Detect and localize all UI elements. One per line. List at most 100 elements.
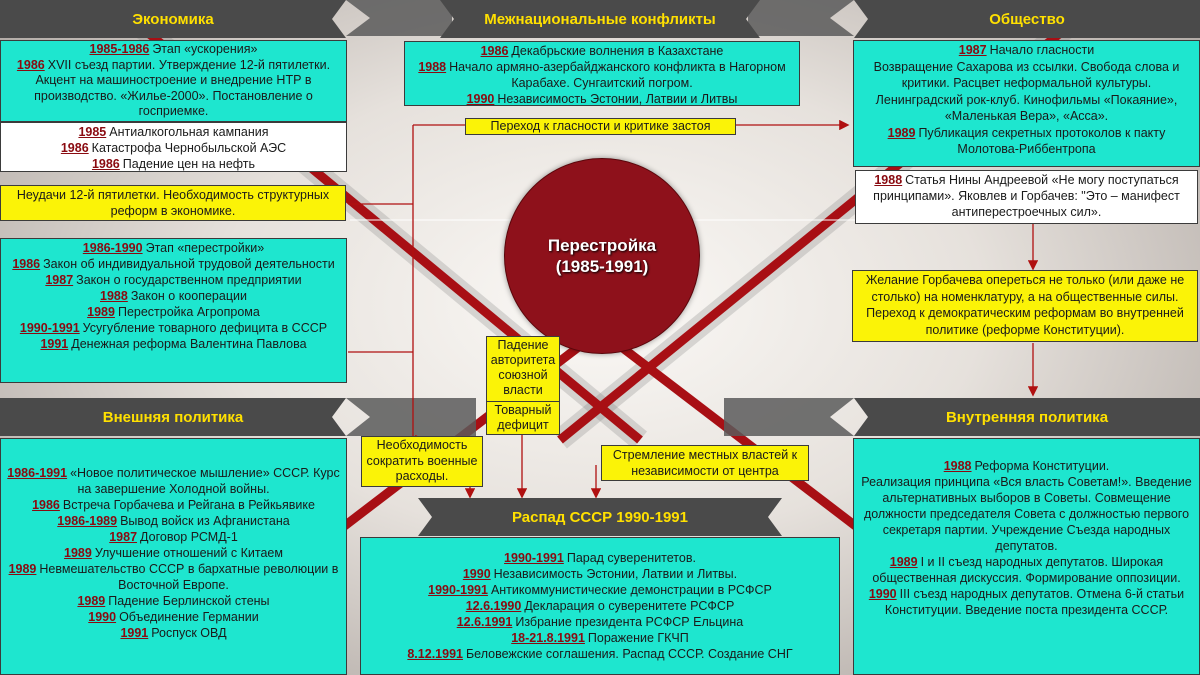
- entry-year: 1986-1989: [57, 514, 118, 528]
- entry-year: 12.6.1990: [465, 599, 522, 613]
- note-authority: Падение авторитета союзной власти: [486, 336, 560, 402]
- conflicts-note-glasnost: Переход к гласности и критике застоя: [465, 118, 736, 135]
- entry-year: 1988: [418, 60, 447, 74]
- banner-foreign: Внешняя политика: [0, 398, 346, 436]
- entry-text: Падение цен на нефть: [122, 157, 256, 171]
- entry-year: 18-21.8.1991: [511, 631, 585, 645]
- banner-ribbons: [346, 0, 854, 436]
- entry-text: Избрание президента РСФСР Ельцина: [515, 615, 744, 629]
- banner-conflicts: Межнациональные конфликты: [440, 0, 760, 38]
- entry-year: 1986: [60, 141, 89, 155]
- note-expenses: Необходимость сократить военные расходы.: [361, 436, 483, 487]
- entry-text: Невмешательство СССР в бархатные революц…: [39, 562, 339, 592]
- entry-year: 1990-1991: [19, 321, 80, 335]
- entry-year: 1986: [32, 498, 60, 512]
- entry-text: Декабрьские волнения в Казахстане: [511, 44, 724, 58]
- center-period: (1985-1991): [555, 257, 649, 276]
- entry-text: Этап «перестройки»: [145, 241, 265, 255]
- entry: Реализация принципа «Вся власть Советам!…: [857, 474, 1196, 554]
- entry-text: Договор РСМД-1: [140, 530, 238, 544]
- entry-text: Начало армяно-азербайджанского конфликта…: [449, 60, 786, 90]
- entry-year: 1990: [868, 587, 897, 601]
- economy-note-failures: Неудачи 12-й пятилетки. Необходимость ст…: [0, 185, 346, 221]
- entry-year: 8.12.1991: [407, 647, 463, 661]
- entry-year: 1990: [462, 567, 491, 581]
- entry-text: Падение Берлинской стены: [108, 594, 270, 608]
- entry-year: 1989: [87, 305, 115, 319]
- entry-year: 1990: [88, 610, 117, 624]
- entry-year: 1988: [943, 459, 972, 473]
- entry-text: Поражение ГКЧП: [587, 631, 689, 645]
- entry-year: 1986: [16, 57, 45, 72]
- entry-text: Улучшение отношений с Китаем: [94, 546, 283, 560]
- entry-year: 1987: [45, 273, 74, 287]
- note-local-powers: Стремление местных властей к независимос…: [601, 445, 809, 481]
- entry-text: I и II съезд народных депутатов. Широкая…: [872, 555, 1181, 585]
- entry-year: 1991: [40, 337, 69, 351]
- entry-text: Парад суверенитетов.: [566, 551, 696, 565]
- entry-year: 12.6.1991: [456, 615, 513, 629]
- entry-year: 1989: [887, 125, 916, 140]
- entry-year: 1986-1990: [82, 241, 143, 255]
- entry-year: 1987: [958, 43, 987, 57]
- entry-text: Реализация принципа «Вся власть Советам!…: [861, 475, 1192, 553]
- entry-text: «Новое политическое мышление» СССР. Курс…: [70, 466, 340, 496]
- entry: 1986-1991«Новое политическое мышление» С…: [4, 465, 343, 497]
- entry-text: Закон о кооперации: [130, 289, 247, 303]
- entry-text: Этап «ускорения»: [152, 42, 258, 56]
- banner-society: Общество: [854, 0, 1200, 38]
- entry-text: Антикоммунистические демонстрации в РСФС…: [490, 583, 772, 597]
- entry-year: 1989: [64, 546, 92, 560]
- entry-text: Закон о государственном предприятии: [76, 273, 302, 287]
- entry-text: Беловежские соглашения. Распад СССР. Соз…: [465, 647, 793, 661]
- entry-year: 1986: [480, 44, 509, 58]
- entry-text: Начало гласности: [989, 43, 1095, 57]
- entry-text: Реформа Конституции.: [974, 459, 1110, 473]
- entry-year: 1990-1991: [504, 551, 564, 565]
- entry-text: Вывод войск из Афганистана: [120, 514, 290, 528]
- entry-text: Возвращение Сахарова из ссылки. Свобода …: [873, 59, 1180, 124]
- entry-year: 1985-1986: [89, 42, 150, 56]
- entry-text: Антиалкогольная кампания: [109, 125, 269, 139]
- entry-text: XVII съезд партии. Утверждение 12-й пяти…: [34, 57, 331, 119]
- entry-text: Роспуск ОВД: [151, 626, 227, 640]
- note-deficit: Товарный дефицит: [486, 401, 560, 435]
- center-circle: Перестройка (1985-1991): [504, 158, 700, 354]
- entry-year: 1986: [12, 257, 41, 271]
- entry-year: 1991: [120, 626, 149, 640]
- entry-year: 1989: [77, 594, 106, 608]
- entry-year: 1986: [91, 157, 120, 171]
- entry-text: III съезд народных депутатов. Отмена 6-й…: [884, 587, 1185, 617]
- entry: Возвращение Сахарова из ссылки. Свобода …: [857, 59, 1196, 125]
